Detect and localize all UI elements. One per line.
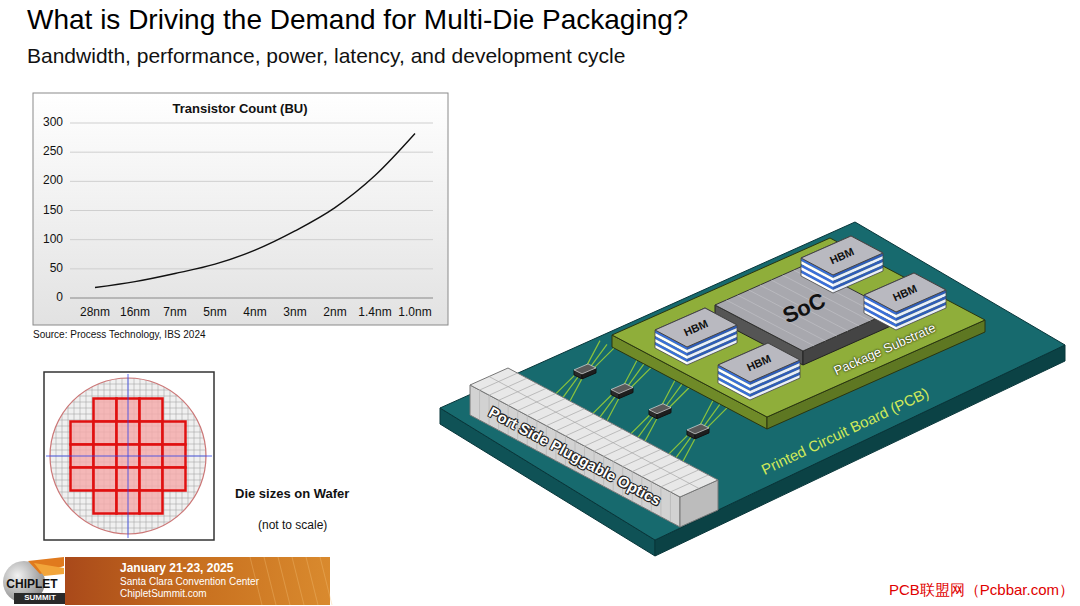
hbm-stack-shape xyxy=(651,304,741,370)
event-banner xyxy=(3,557,332,605)
signal-wire xyxy=(593,348,614,369)
logo-text: SUMMIT xyxy=(24,593,56,602)
hbm-stack: HBM xyxy=(797,232,887,298)
wafer-map xyxy=(44,372,214,540)
event-url: ChipletSummit.com xyxy=(120,588,207,600)
large-die xyxy=(94,399,117,422)
face xyxy=(470,368,718,497)
stack-top xyxy=(718,343,800,382)
slide-title: What is Driving the Demand for Multi-Die… xyxy=(27,4,688,36)
grid-line xyxy=(70,268,433,269)
axis-tick: 3nm xyxy=(283,306,306,320)
large-die xyxy=(71,468,94,491)
large-die xyxy=(94,491,117,514)
axis-tick: 250 xyxy=(43,145,63,159)
module-slot xyxy=(670,492,671,522)
crosshair xyxy=(46,456,212,457)
signal-wire xyxy=(589,344,607,369)
module-slot xyxy=(479,390,480,420)
hbm-stack: HBM xyxy=(714,339,804,405)
signal-wire xyxy=(664,384,682,409)
event-date: January 21-23, 2025 xyxy=(120,562,233,576)
large-die xyxy=(140,468,163,491)
grid-line xyxy=(70,181,433,182)
signal-wire xyxy=(626,364,644,389)
stack-top xyxy=(655,308,737,347)
large-die xyxy=(163,422,186,445)
large-die xyxy=(163,468,186,491)
signal-wire xyxy=(668,388,689,409)
grid-line xyxy=(70,210,433,211)
large-die xyxy=(94,422,117,445)
chart-frame xyxy=(33,93,448,325)
pcb-board: Printed Circuit Board (PCB)Package Subst… xyxy=(430,215,1075,565)
retimer-chip xyxy=(649,404,671,414)
banner-ground xyxy=(65,557,330,605)
axis-tick: 0 xyxy=(56,291,63,305)
logo-ray xyxy=(34,563,64,576)
figure-note: (not to scale) xyxy=(258,519,327,533)
stack-top xyxy=(864,273,946,312)
signal-wire xyxy=(702,404,720,429)
signal-wire xyxy=(630,368,651,389)
source-note: Source: Process Technology, IBS 2024 xyxy=(33,329,206,341)
large-die xyxy=(94,468,117,491)
axis-tick: 1.4nm xyxy=(358,306,391,320)
die-grid xyxy=(46,374,212,538)
data-curve xyxy=(95,134,415,288)
hbm-stack-shape xyxy=(797,232,887,298)
axis-tick: 4nm xyxy=(243,306,266,320)
retimer-chip xyxy=(687,424,709,434)
axis-tick: 2nm xyxy=(323,306,346,320)
axis-tick: 50 xyxy=(50,262,63,276)
face xyxy=(612,238,985,417)
package-substrate: Package SubstrateSoCHBMHBMHBMHBM xyxy=(600,228,995,443)
pluggable-optics-shape xyxy=(462,360,727,535)
hbm-stack: HBM xyxy=(860,269,950,335)
hbm-stack-shape xyxy=(714,339,804,405)
logo-bar xyxy=(14,593,66,604)
face xyxy=(440,222,1065,540)
grid-line xyxy=(70,152,433,153)
axis-tick: 100 xyxy=(43,233,63,247)
logo-text: CHIPLET xyxy=(6,578,57,592)
axis-tick: 16nm xyxy=(120,306,150,320)
retimer-chip xyxy=(611,384,633,394)
large-die xyxy=(71,422,94,445)
hbm-stack-shape xyxy=(860,269,950,335)
grid-line xyxy=(70,298,433,299)
hbm-stack: HBM xyxy=(651,304,741,370)
grid-line xyxy=(70,239,433,240)
axis-tick: 1.0nm xyxy=(398,306,431,320)
line-chart xyxy=(33,93,448,325)
chart-title: Transistor Count (BU) xyxy=(172,102,307,117)
axis-tick: 7nm xyxy=(163,306,186,320)
watermark: PCB联盟网（Pcbbar.com） xyxy=(889,581,1074,598)
retimer-chip xyxy=(574,364,596,374)
signal-wire xyxy=(706,408,727,429)
subtitle: Bandwidth, performance, power, latency, … xyxy=(27,44,625,68)
pluggable-optics: Port Side Pluggable Optics xyxy=(462,360,727,535)
axis-tick: 5nm xyxy=(203,306,226,320)
axis-tick: 200 xyxy=(43,174,63,188)
axis-tick: 300 xyxy=(43,116,63,130)
axis-tick: 150 xyxy=(43,204,63,218)
grid-line xyxy=(70,123,433,124)
large-die xyxy=(140,399,163,422)
stack-top xyxy=(801,236,883,275)
large-die xyxy=(140,491,163,514)
wafer-frame xyxy=(44,372,214,540)
axis-tick: 28nm xyxy=(80,306,110,320)
figure-label: Die sizes on Wafer xyxy=(235,487,349,502)
event-venue: Santa Clara Convention Center xyxy=(120,576,259,588)
large-die xyxy=(140,422,163,445)
